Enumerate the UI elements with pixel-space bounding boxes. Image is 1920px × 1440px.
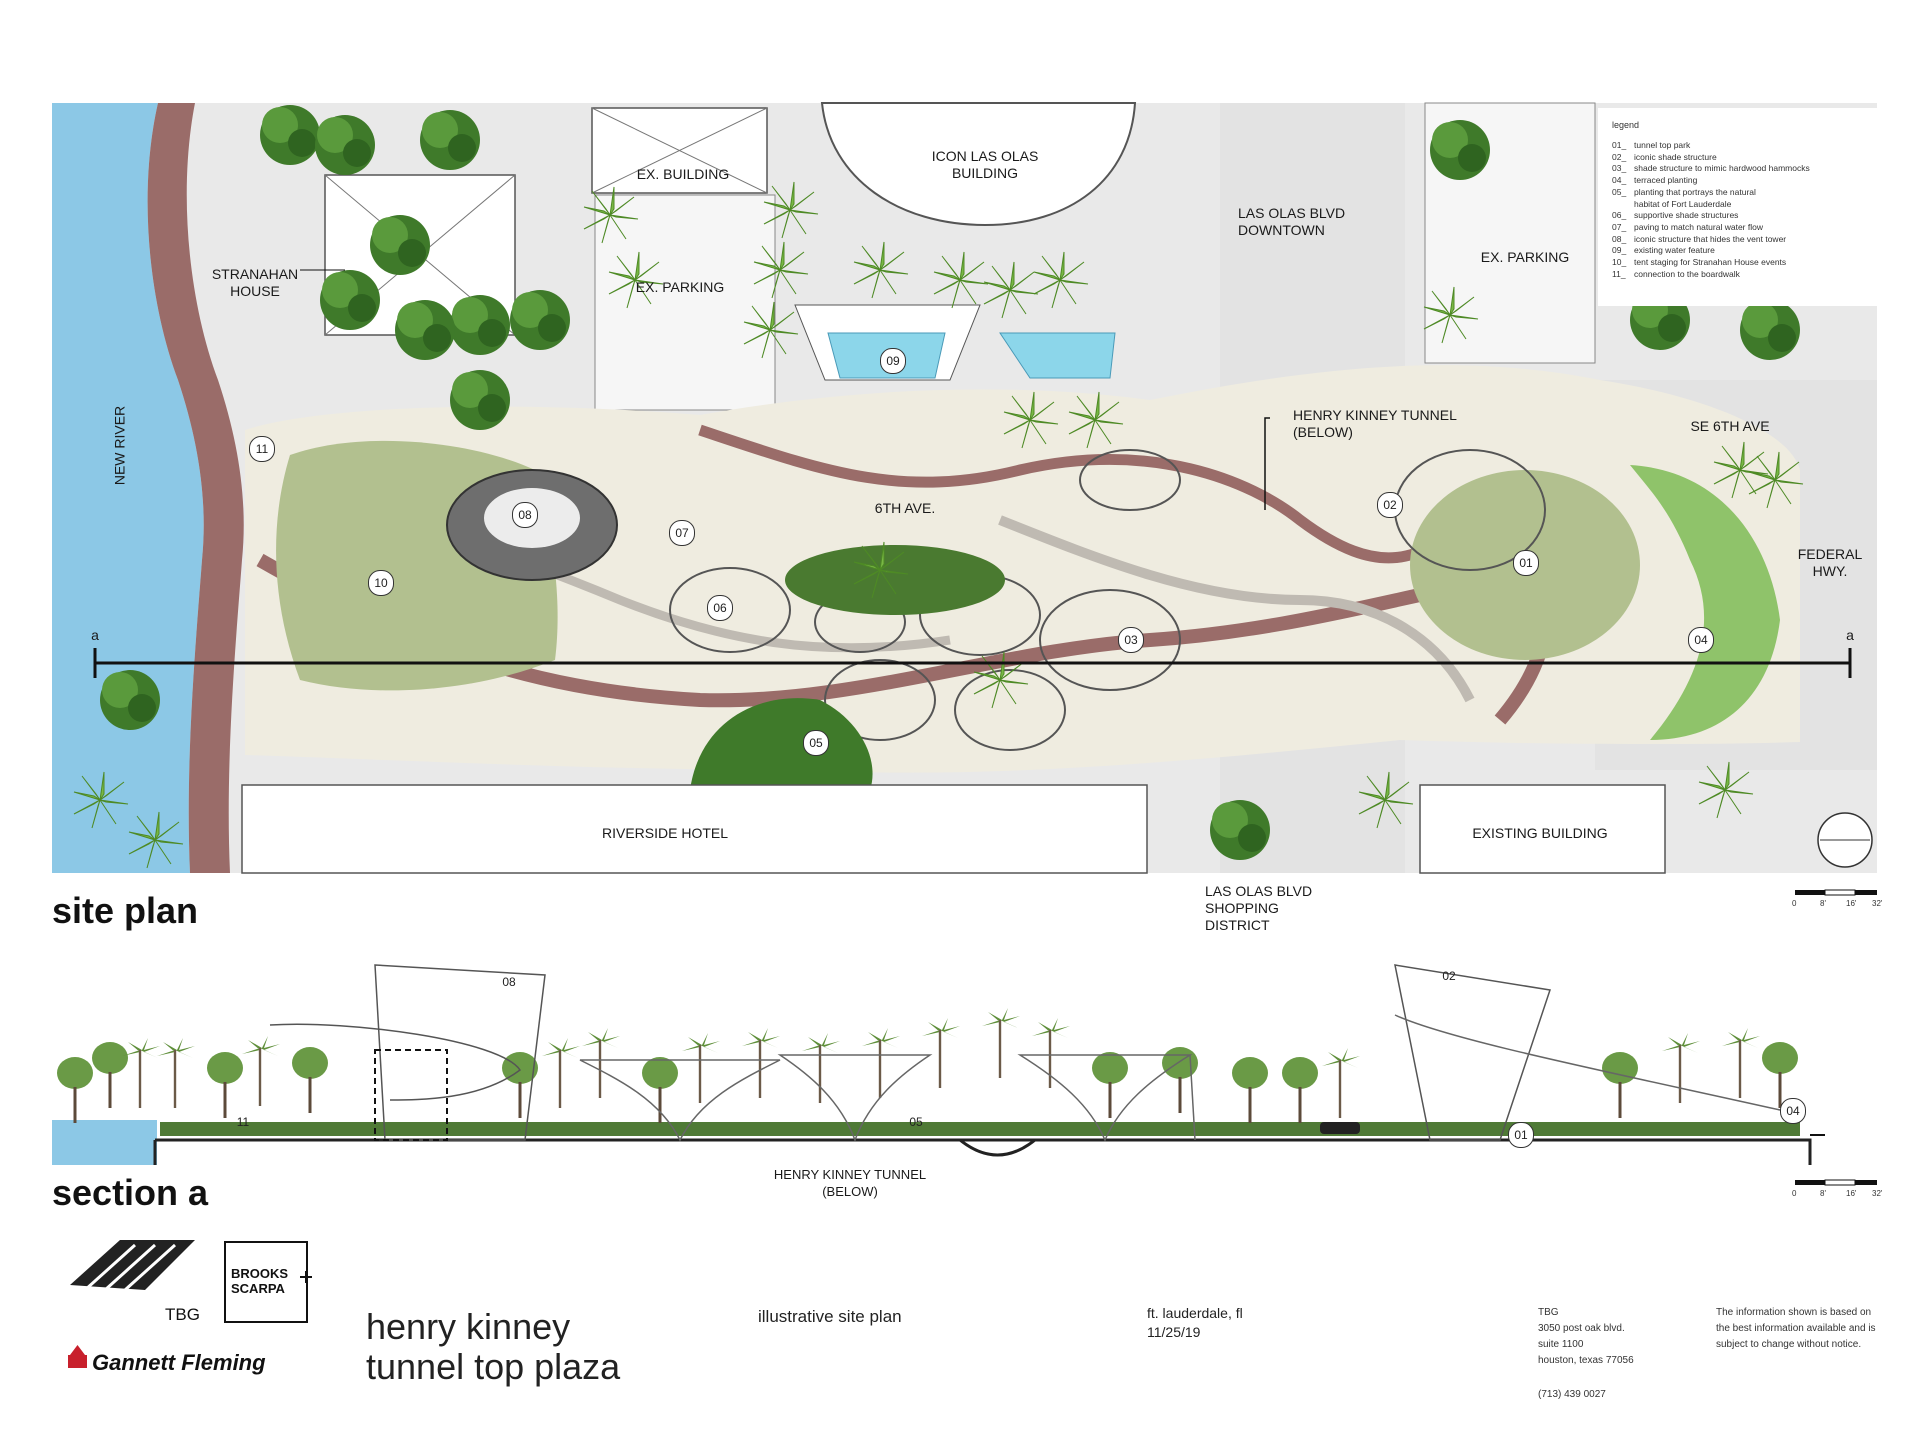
firm-phone: (713) 439 0027 <box>1538 1389 1606 1400</box>
gannett-fleming-logo-icon <box>68 1345 87 1368</box>
icon-las-olas-building <box>820 102 1137 227</box>
legend-list: 01_tunnel top park 02_iconic shade struc… <box>1612 140 1897 280</box>
disclaimer: The information shown is based on the be… <box>1716 1307 1876 1350</box>
section-shade-canopies <box>579 1054 1196 1143</box>
plan-number-09: 09 <box>880 348 906 374</box>
legend-item: 08_iconic structure that hides the vent … <box>1612 233 1787 244</box>
label-ex-parking-left: EX. PARKING <box>635 279 725 295</box>
legend-item: 03_shade structure to mimic hardwood ham… <box>1612 163 1810 174</box>
section-a-heading: section a <box>52 1172 209 1213</box>
label-icon-las-olas-building: ICON LAS OLAS BUILDING <box>931 148 1039 181</box>
section-tunnel-label: HENRY KINNEY TUNNEL (BELOW) <box>773 1167 927 1199</box>
existing-building <box>1419 784 1666 874</box>
section-drawing <box>52 964 1877 1186</box>
shade-structures <box>669 449 1546 751</box>
legend-item: 02_iconic shade structure <box>1612 151 1717 162</box>
section-number-11: 11 <box>236 1115 250 1129</box>
label-ex-parking-right: EX. PARKING <box>1480 249 1570 265</box>
legend-panel: legend 01_tunnel top park 02_iconic shad… <box>1598 108 1900 306</box>
label-ex-building: EX. BUILDING <box>636 166 730 182</box>
section-number-04: 04 <box>1780 1098 1806 1124</box>
legend-item: 06_supportive shade structures <box>1612 210 1739 221</box>
boardwalk <box>147 103 244 873</box>
habitat-planting <box>690 698 873 790</box>
firm-address: TBG 3050 post oak blvd. suite 1100 houst… <box>1538 1307 1634 1366</box>
plan-number-08: 08 <box>512 502 538 528</box>
terraced-planting <box>1630 465 1780 740</box>
project-location: ft. lauderdale, fl <box>1147 1305 1243 1321</box>
plan-number-11: 11 <box>249 436 275 462</box>
section-structure-08 <box>374 964 546 1141</box>
section-number-02: 02 <box>1442 969 1456 983</box>
label-riverside-hotel: RIVERSIDE HOTEL <box>601 825 729 841</box>
plan-number-06: 06 <box>707 595 733 621</box>
legend-item: 07_paving to match natural water flow <box>1612 221 1763 232</box>
legend-item: 10_tent staging for Stranahan House even… <box>1612 257 1787 268</box>
plan-number-01: 01 <box>1513 550 1539 576</box>
section-number-05: 05 <box>909 1115 923 1129</box>
label-se-6th-ave: SE 6TH AVE <box>1690 418 1770 434</box>
project-date: 11/25/19 <box>1147 1324 1201 1340</box>
legend-title: legend <box>1612 120 1640 130</box>
section-structure-02 <box>1394 964 1551 1141</box>
ex-parking-left <box>594 194 776 411</box>
legend-item: 09_existing water feature <box>1612 245 1715 256</box>
tbg-logo-text: TBG <box>165 1305 200 1324</box>
label-existing-building: EXISTING BUILDING <box>1472 825 1608 841</box>
label-las-olas-downtown: LAS OLAS BLVD DOWNTOWN <box>1238 205 1346 238</box>
label-henry-kinney-tunnel: HENRY KINNEY TUNNEL (BELOW) <box>1293 407 1457 440</box>
plan-number-04: 04 <box>1688 627 1714 653</box>
label-federal-hwy: FEDERAL HWY. <box>1797 546 1863 579</box>
section-marker-left: a <box>91 627 99 643</box>
new-river-water <box>52 103 204 873</box>
plan-number-07: 07 <box>669 520 695 546</box>
project-title: henry kinney tunnel top plaza <box>366 1306 621 1387</box>
gannett-fleming-text: Gannett Fleming <box>92 1350 266 1375</box>
label-las-olas-shopping: LAS OLAS BLVD SHOPPING DISTRICT <box>1205 883 1313 933</box>
legend-item: 04_terraced planting <box>1612 175 1698 186</box>
tbg-logo-icon <box>70 1240 195 1292</box>
plan-number-10: 10 <box>368 570 394 596</box>
site-plan-base <box>52 102 1877 896</box>
riverside-hotel <box>241 784 1148 874</box>
site-plan-heading: site plan <box>52 890 199 931</box>
brooks-scarpa-text: BROOKS SCARPA <box>231 1266 289 1296</box>
label-stranahan-house: STRANAHAN HOUSE <box>211 266 299 299</box>
plan-number-05: 05 <box>803 730 829 756</box>
label-6th-ave: 6TH AVE. <box>874 500 936 516</box>
legend-item: 11_connection to the boardwalk <box>1612 268 1740 279</box>
section-number-01: 01 <box>1508 1122 1534 1148</box>
section-number-08: 08 <box>502 975 516 989</box>
legend-item: 01_tunnel top park <box>1612 140 1691 150</box>
legend-item: 05_planting that portrays the natural ha… <box>1612 186 1756 209</box>
plan-number-02: 02 <box>1377 492 1403 518</box>
plaza-paving <box>245 365 1800 773</box>
section-marker-right: a <box>1846 627 1854 643</box>
sheet-title: illustrative site plan <box>758 1307 902 1326</box>
section-scale-bar <box>1795 1179 1877 1186</box>
plan-number-03: 03 <box>1118 627 1144 653</box>
label-new-river: NEW RIVER <box>111 405 128 486</box>
plan-scale-bar <box>1795 889 1877 896</box>
